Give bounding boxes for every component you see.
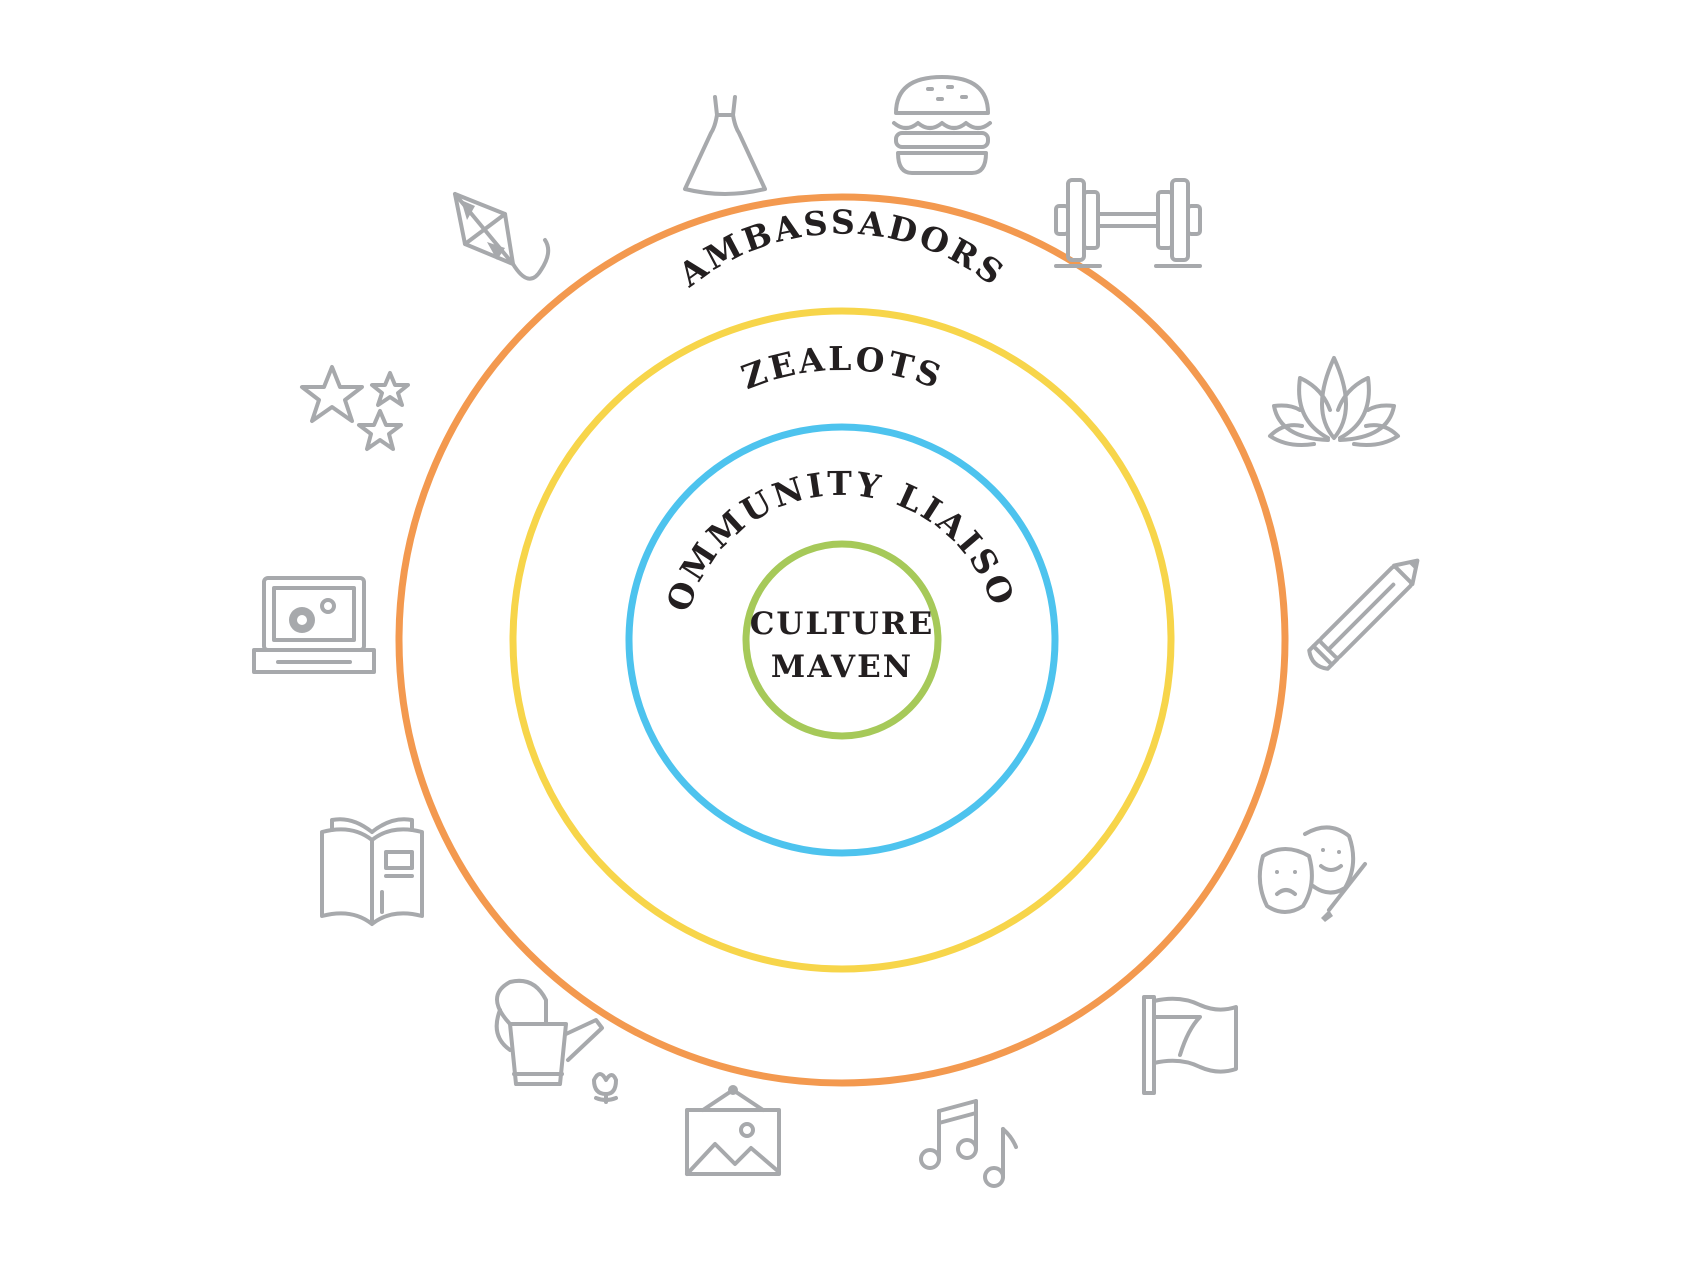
zealots-label: ZEALOTS bbox=[736, 339, 949, 397]
laptop-settings-icon bbox=[252, 576, 376, 674]
lotus-icon bbox=[1268, 356, 1400, 447]
ring-zealots bbox=[509, 307, 1175, 973]
stars-icon bbox=[300, 365, 410, 451]
book-icon bbox=[320, 817, 424, 926]
dumbbell-icon bbox=[1054, 178, 1202, 268]
framed-picture-icon bbox=[685, 1085, 781, 1176]
community-liaison-label: COMMUNITY LIAISON bbox=[0, 0, 1023, 616]
pencil-icon bbox=[1307, 558, 1420, 671]
culture-maven-label-line1: CULTURE bbox=[750, 606, 934, 642]
ring-culture-maven bbox=[742, 540, 942, 740]
dress-icon bbox=[683, 95, 767, 196]
burger-icon bbox=[892, 75, 992, 175]
ring-community-liaison bbox=[625, 423, 1059, 857]
flag-icon bbox=[1142, 995, 1238, 1095]
kite-icon bbox=[453, 192, 551, 281]
watering-can-icon bbox=[494, 978, 618, 1104]
music-notes-icon bbox=[919, 1099, 1018, 1188]
culture-maven-label-line2: MAVEN bbox=[771, 649, 913, 685]
ring-ambassadors bbox=[395, 193, 1289, 1087]
theater-masks-icon bbox=[1257, 825, 1367, 922]
